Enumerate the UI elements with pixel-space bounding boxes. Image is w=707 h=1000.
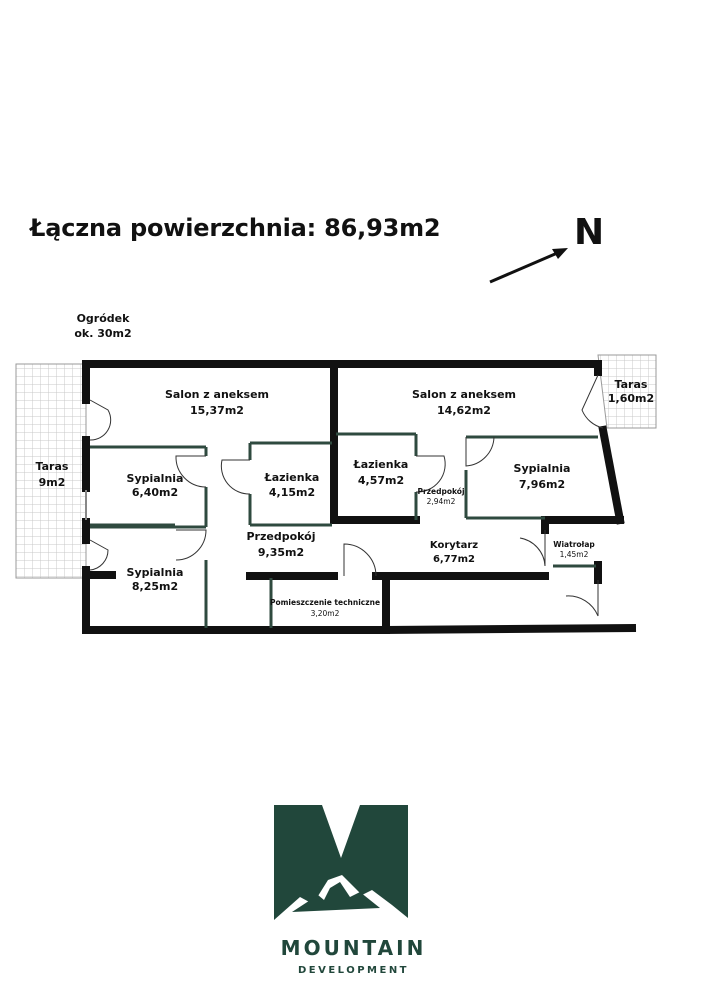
salon-1-area: 15,37m2 — [190, 404, 244, 417]
taras-left-name: Taras — [36, 460, 69, 473]
door-icon — [415, 455, 446, 493]
door-icon — [565, 580, 599, 617]
interior-partitions — [90, 432, 598, 628]
lazienka-1-name: Łazienka — [264, 471, 320, 484]
sypialnia-3-area: 7,96m2 — [519, 478, 565, 491]
lazienka-2-area: 4,57m2 — [358, 474, 404, 487]
sypialnia-1-area: 6,40m2 — [132, 486, 178, 499]
salon-1-name: Salon z aneksem — [165, 388, 269, 401]
terrace-left — [15, 363, 87, 579]
przedpokoj-2-area: 2,94m2 — [427, 497, 456, 506]
door-icon — [519, 530, 546, 567]
door-icon — [89, 539, 109, 571]
taras-right-area: 1,60m2 — [608, 392, 654, 405]
sypialnia-3-name: Sypialnia — [514, 462, 571, 475]
brand-block: MOUNTAIN DEVELOPMENT — [0, 936, 707, 976]
door-icon — [175, 529, 207, 561]
north-arrow-icon — [489, 248, 568, 284]
door-icon — [220, 459, 251, 495]
door-icon — [465, 436, 495, 467]
sypialnia-2-name: Sypialnia — [127, 566, 184, 579]
door-icon — [343, 543, 377, 577]
sypialnia-1-name: Sypialnia — [127, 472, 184, 485]
wiatrolap-area: 1,45m2 — [560, 550, 589, 559]
lazienka-1-area: 4,15m2 — [269, 486, 315, 499]
garden-name: Ogródek — [77, 312, 131, 325]
lazienka-2-name: Łazienka — [353, 458, 409, 471]
door-swings — [85, 374, 604, 617]
przedpokoj-1-name: Przedpokój — [246, 530, 315, 543]
brand-name: MOUNTAIN — [280, 936, 427, 960]
total-area-title: Łączna powierzchnia: 86,93m2 — [30, 214, 441, 242]
korytarz-area: 6,77m2 — [433, 554, 475, 565]
terrace-right — [597, 354, 657, 429]
przedpokoj-1-area: 9,35m2 — [258, 546, 304, 559]
przedpokoj-2-name: Przedpokój — [417, 487, 464, 496]
wiatrolap-name: Wiatrołap — [553, 540, 595, 549]
door-icon — [89, 399, 112, 441]
north-label: N — [574, 212, 605, 253]
techniczne-area: 3,20m2 — [311, 609, 340, 618]
salon-2-name: Salon z aneksem — [412, 388, 516, 401]
korytarz-name: Korytarz — [430, 540, 478, 551]
mountain-logo-icon — [274, 805, 408, 920]
door-icon — [175, 455, 207, 488]
taras-right-name: Taras — [615, 378, 648, 391]
sypialnia-2-area: 8,25m2 — [132, 580, 178, 593]
salon-2-area: 14,62m2 — [437, 404, 491, 417]
techniczne-name: Pomieszczenie techniczne — [270, 598, 380, 607]
garden-area: ok. 30m2 — [74, 327, 131, 340]
exterior-walls — [82, 360, 637, 635]
door-icon — [581, 374, 604, 429]
brand-subtitle: DEVELOPMENT — [297, 965, 410, 976]
taras-left-area: 9m2 — [39, 476, 66, 489]
